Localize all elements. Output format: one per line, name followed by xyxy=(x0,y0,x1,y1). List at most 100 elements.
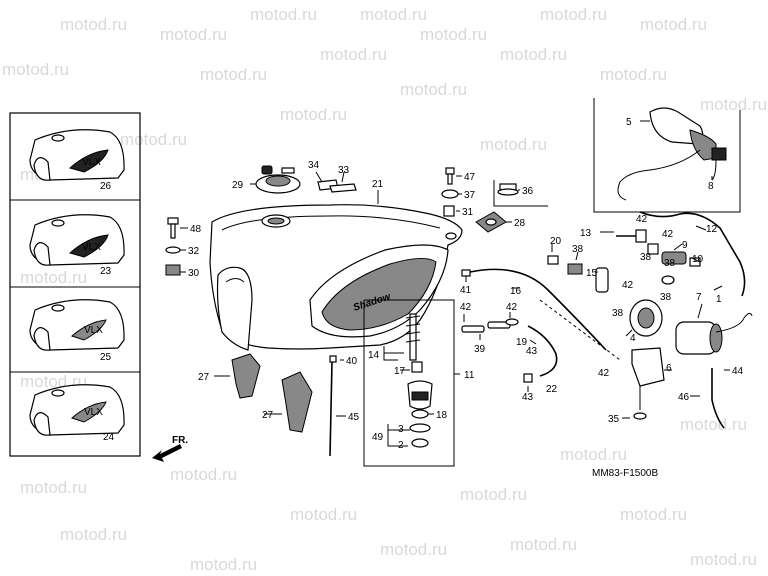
watermark: motod.ru xyxy=(280,105,347,124)
callout-28: 28 xyxy=(514,218,526,229)
decal-labels: 34 33 xyxy=(308,160,357,193)
tank-variant-24: VLX 24 xyxy=(29,384,125,443)
callout-36: 36 xyxy=(522,186,534,197)
callout-42: 42 xyxy=(460,302,472,313)
callout-47: 47 xyxy=(464,172,476,183)
variant-logo: VLX xyxy=(82,242,101,253)
watermark-layer: motod.ru motod.ru motod.ru motod.ru moto… xyxy=(2,5,767,574)
callout-30: 30 xyxy=(188,268,200,279)
callout-21: 21 xyxy=(372,179,384,190)
watermark: motod.ru xyxy=(500,45,567,64)
top-fasteners: 47 37 31 xyxy=(441,167,476,218)
watermark: motod.ru xyxy=(60,15,127,34)
watermark: motod.ru xyxy=(400,80,467,99)
watermark: motod.ru xyxy=(380,540,447,559)
tank-variant-panels: VLX 26 VLX 23 VLX 25 VLX 24 xyxy=(9,112,141,457)
drain-hose: 40 45 xyxy=(329,355,360,457)
inset-36: 36 xyxy=(493,180,548,207)
callout-34: 34 xyxy=(308,160,320,171)
watermark: motod.ru xyxy=(200,65,267,84)
callout-37: 37 xyxy=(464,190,476,201)
watermark: motod.ru xyxy=(700,95,767,114)
watermark: motod.ru xyxy=(420,25,487,44)
watermark: motod.ru xyxy=(690,550,757,569)
callout-18: 18 xyxy=(436,410,448,421)
callout-15: 15 xyxy=(586,268,598,279)
callout-11: 11 xyxy=(464,370,475,381)
callout-46: 46 xyxy=(678,392,690,403)
callout-3: 3 xyxy=(398,424,404,435)
fuel-filter: 7 44 46 xyxy=(675,292,753,429)
watermark: motod.ru xyxy=(60,525,127,544)
watermark: motod.ru xyxy=(120,130,187,149)
pump-bracket: 4 6 35 38 xyxy=(608,299,672,425)
callout-13: 13 xyxy=(580,228,592,239)
watermark: motod.ru xyxy=(460,485,527,504)
tank-variant-25: VLX 25 xyxy=(29,299,125,363)
watermark: motod.ru xyxy=(160,25,227,44)
callout-17: 17 xyxy=(394,366,406,377)
callout-8: 8 xyxy=(708,181,714,192)
drawing-code: MM83-F1500B xyxy=(592,468,658,479)
callout-39: 39 xyxy=(474,344,486,355)
watermark: motod.ru xyxy=(600,65,667,84)
fuel-tank: Shadow 21 xyxy=(209,179,463,351)
front-direction-arrow: FR. xyxy=(152,435,188,462)
fuel-cap: 29 xyxy=(232,165,301,194)
watermark: motod.ru xyxy=(360,5,427,24)
watermark: motod.ru xyxy=(510,535,577,554)
callout-22: 22 xyxy=(546,384,558,395)
callout-14: 14 xyxy=(368,350,380,361)
tank-mount-fasteners: 48 32 30 xyxy=(165,217,202,279)
watermark: motod.ru xyxy=(640,15,707,34)
callout-24: 24 xyxy=(103,432,115,443)
callout-48: 48 xyxy=(190,224,202,235)
callout-10: 10 xyxy=(692,254,704,265)
callout-45: 45 xyxy=(348,412,360,423)
fuel-valve-group: 11 14 17 18 3 2 49 xyxy=(363,299,475,467)
watermark: motod.ru xyxy=(320,45,387,64)
fuel-pump-assembly: 12 13 9 10 1 42 42 38 38 42 38 xyxy=(580,211,746,305)
watermark: motod.ru xyxy=(620,505,687,524)
callout-42: 42 xyxy=(506,302,518,313)
callout-26: 26 xyxy=(100,181,112,192)
hose-assembly: 20 38 15 16 xyxy=(469,236,621,361)
variant-logo: VLX xyxy=(84,407,103,418)
callout-31: 31 xyxy=(462,207,474,218)
callout-32: 32 xyxy=(188,246,200,257)
callout-29: 29 xyxy=(232,180,244,191)
callout-27: 27 xyxy=(198,372,210,383)
watermark: motod.ru xyxy=(20,268,87,287)
callout-42: 42 xyxy=(636,214,648,225)
watermark: motod.ru xyxy=(250,5,317,24)
callout-38: 38 xyxy=(572,244,584,255)
watermark: motod.ru xyxy=(480,135,547,154)
callout-16: 16 xyxy=(510,286,522,297)
fuel-pump-inset: 5 8 xyxy=(593,98,741,213)
callout-42: 42 xyxy=(622,280,634,291)
callout-19: 19 xyxy=(516,337,528,348)
callout-20: 20 xyxy=(550,236,562,247)
watermark: motod.ru xyxy=(190,555,257,574)
callout-38: 38 xyxy=(664,258,676,269)
variant-frame xyxy=(9,112,141,457)
watermark: motod.ru xyxy=(170,465,237,484)
callout-44: 44 xyxy=(732,366,744,377)
callout-27: 27 xyxy=(262,410,274,421)
callout-38: 38 xyxy=(612,308,624,319)
watermark: motod.ru xyxy=(560,445,627,464)
watermark: motod.ru xyxy=(290,505,357,524)
variant-logo: VLX xyxy=(84,325,103,336)
callout-49: 49 xyxy=(372,432,384,443)
callout-38: 38 xyxy=(660,292,672,303)
direction-label: FR. xyxy=(172,435,188,446)
tank-variant-26: VLX 26 xyxy=(29,129,125,192)
callout-25: 25 xyxy=(100,352,112,363)
callout-23: 23 xyxy=(100,266,112,277)
callout-6: 6 xyxy=(666,363,672,374)
watermark: motod.ru xyxy=(20,478,87,497)
callout-41: 41 xyxy=(460,285,472,296)
callout-43: 43 xyxy=(526,346,538,357)
tank-variant-23: VLX 23 xyxy=(29,214,125,277)
